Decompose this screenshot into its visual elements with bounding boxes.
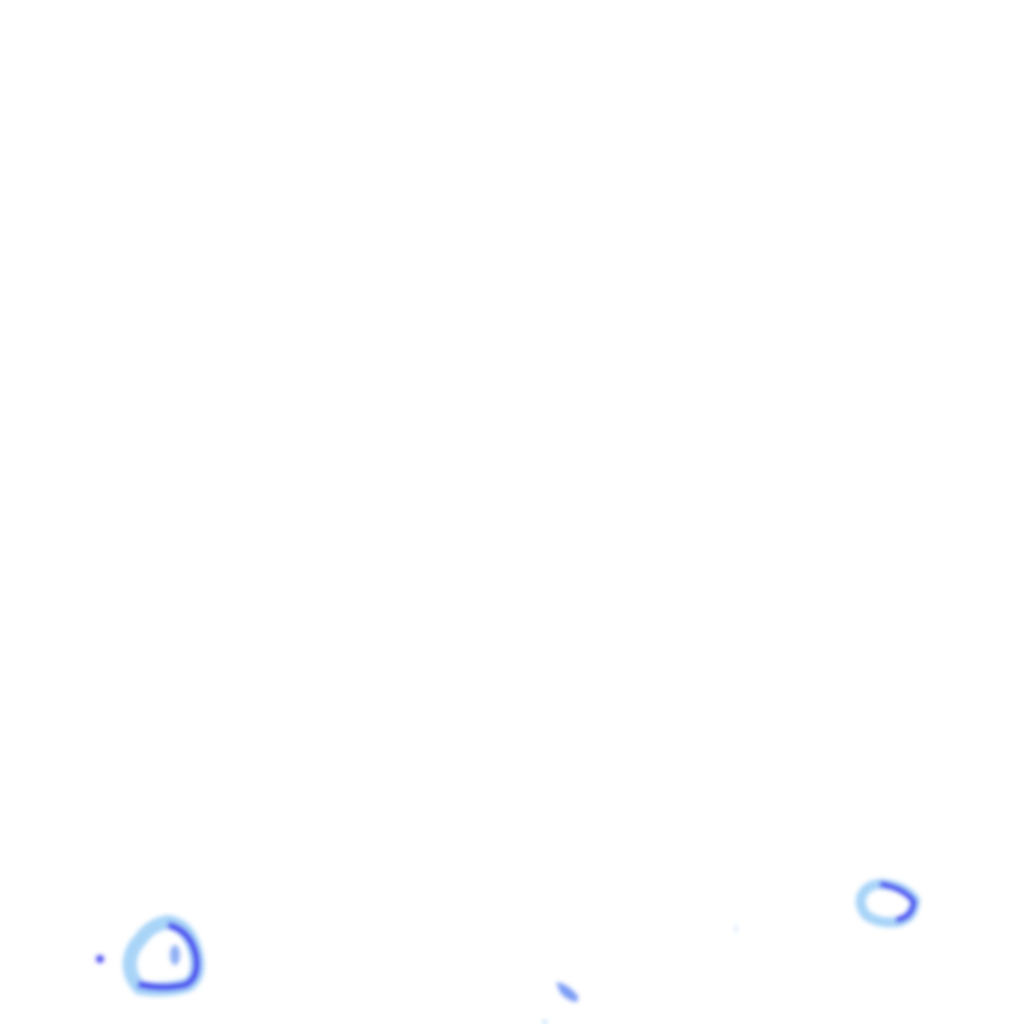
speck-left	[96, 955, 104, 963]
speck-right	[735, 925, 737, 933]
blob-left-core	[170, 945, 180, 965]
speck-bottom	[543, 1020, 547, 1024]
blob-left-inner	[137, 921, 201, 991]
blob-right-inner	[879, 881, 918, 923]
blob-left	[122, 914, 205, 997]
blob-center	[556, 982, 579, 1002]
blob-right	[855, 878, 921, 928]
